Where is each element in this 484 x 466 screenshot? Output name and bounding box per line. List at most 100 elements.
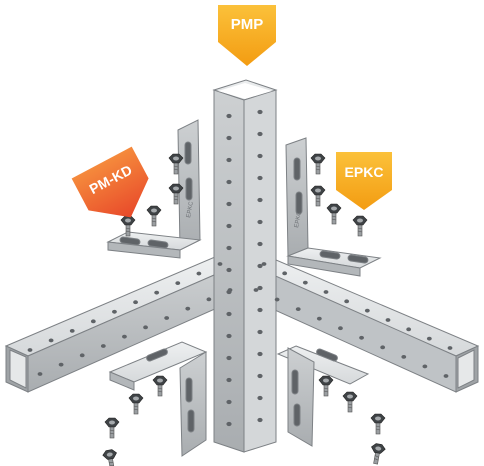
channel-hole bbox=[37, 372, 43, 376]
channel-hole bbox=[122, 334, 127, 339]
channel-hole bbox=[257, 351, 263, 357]
channel-hole bbox=[196, 271, 202, 276]
channel-hole bbox=[257, 241, 263, 247]
channel-hole bbox=[385, 318, 391, 322]
channel-hole bbox=[226, 333, 232, 339]
hex-bolt bbox=[128, 393, 144, 415]
channel-hole bbox=[257, 307, 263, 313]
channel-hole bbox=[185, 306, 191, 311]
channel-hole bbox=[257, 109, 263, 115]
channel-hole bbox=[443, 374, 449, 378]
callout-epkc: EPKC bbox=[336, 152, 392, 210]
channel-hole bbox=[48, 338, 54, 343]
channel-hole bbox=[323, 290, 329, 294]
channel-hole bbox=[426, 336, 432, 341]
channel-hole bbox=[226, 113, 232, 119]
channel-hole bbox=[257, 329, 263, 335]
channel-arm-left bbox=[4, 253, 246, 393]
hex-bolt bbox=[318, 375, 334, 397]
channel-hole bbox=[257, 175, 263, 181]
channel-arm-right bbox=[238, 253, 480, 393]
channel-hole bbox=[257, 263, 263, 269]
channel-hole bbox=[226, 377, 232, 383]
channel-hole bbox=[226, 245, 232, 251]
channel-hole bbox=[226, 399, 232, 405]
vertical-post bbox=[212, 79, 278, 453]
hex-bolt bbox=[146, 205, 162, 227]
callout-pmp: PMP bbox=[218, 5, 276, 66]
channel-hole bbox=[380, 345, 386, 350]
channel-hole bbox=[344, 299, 350, 304]
channel-hole bbox=[257, 285, 263, 291]
callout-pm-kd: PM-KD bbox=[71, 146, 149, 218]
channel-hole bbox=[261, 262, 267, 266]
channel-hole bbox=[364, 308, 370, 313]
bracket-front-left bbox=[108, 341, 208, 457]
bracket-right-marking: EPKC bbox=[294, 211, 303, 229]
channel-hole bbox=[90, 319, 96, 324]
channel-hole bbox=[154, 290, 160, 295]
channel-hole bbox=[406, 327, 412, 332]
hex-bolt bbox=[370, 413, 386, 435]
channel-hole bbox=[359, 335, 364, 340]
channel-hole bbox=[226, 267, 232, 273]
channel-hole bbox=[302, 280, 308, 285]
channel-hole bbox=[100, 344, 106, 348]
channel-hole bbox=[226, 179, 232, 185]
hex-bolt bbox=[342, 391, 358, 413]
channel-hole bbox=[316, 316, 322, 321]
bracket-front-right bbox=[276, 345, 370, 447]
channel-hole bbox=[257, 131, 263, 137]
channel-hole bbox=[227, 288, 233, 292]
channel-hole bbox=[401, 354, 407, 359]
channel-hole bbox=[253, 288, 259, 292]
hex-bolt bbox=[310, 185, 326, 207]
bolt-set bbox=[102, 153, 386, 466]
channel-hole bbox=[282, 271, 288, 276]
callout-epkc-label: EPKC bbox=[345, 164, 384, 180]
channel-hole bbox=[217, 262, 223, 266]
channel-hole bbox=[274, 297, 280, 302]
channel-hole bbox=[257, 219, 263, 225]
hex-bolt bbox=[104, 417, 120, 439]
hex-bolt bbox=[371, 443, 386, 465]
channel-hole bbox=[226, 355, 232, 361]
channel-hole bbox=[447, 346, 453, 350]
channel-hole bbox=[175, 281, 181, 286]
channel-hole bbox=[257, 153, 263, 159]
hex-bolt bbox=[102, 449, 117, 466]
channel-hole bbox=[257, 417, 263, 423]
channel-hole bbox=[257, 197, 263, 203]
channel-hole bbox=[143, 325, 148, 330]
channel-hole bbox=[164, 316, 170, 320]
channel-hole bbox=[226, 311, 232, 317]
callout-pmp-label: PMP bbox=[231, 16, 264, 33]
channel-hole bbox=[226, 157, 232, 163]
hex-bolt bbox=[352, 215, 368, 237]
channel-hole bbox=[338, 326, 343, 331]
channel-hole bbox=[58, 362, 64, 367]
channel-hole bbox=[79, 353, 85, 358]
channel-hole bbox=[295, 307, 301, 312]
channel-hole bbox=[133, 300, 138, 305]
channel-hole bbox=[226, 201, 232, 207]
hex-bolt bbox=[326, 203, 342, 225]
hex-bolt bbox=[152, 375, 168, 397]
channel-hole bbox=[226, 421, 232, 427]
channel-hole bbox=[422, 364, 428, 369]
bracket-back-left bbox=[106, 119, 202, 259]
bracket-back-right bbox=[285, 137, 382, 277]
channel-holes bbox=[27, 109, 453, 427]
channel-hole bbox=[226, 223, 232, 229]
channel-hole bbox=[226, 135, 232, 141]
bracket-left-marking: EPKC bbox=[186, 201, 195, 219]
channel-hole bbox=[257, 373, 263, 379]
channel-hole bbox=[112, 309, 117, 314]
channel-hole bbox=[206, 297, 212, 302]
channel-hole bbox=[257, 395, 263, 401]
channel-hole bbox=[69, 328, 75, 333]
channel-hole bbox=[27, 348, 33, 352]
hex-bolt bbox=[310, 153, 326, 175]
hex-bolt bbox=[168, 183, 184, 205]
